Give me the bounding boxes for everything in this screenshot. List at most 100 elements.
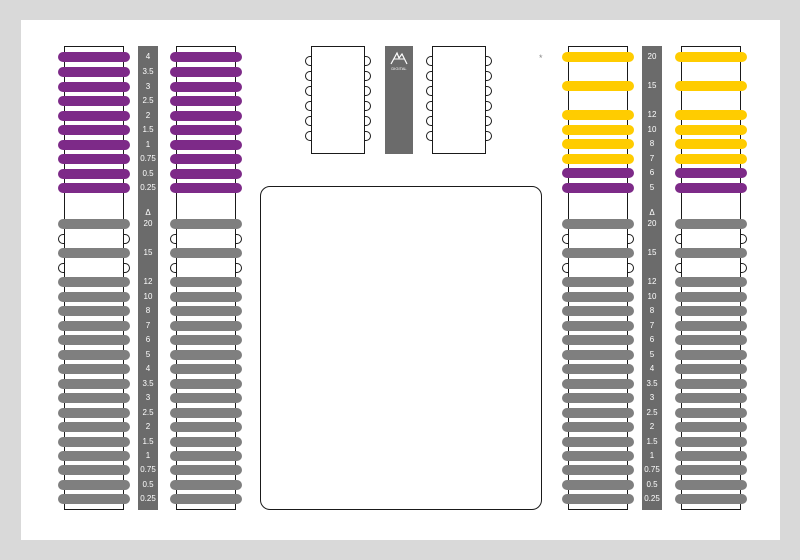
right_panel-band-lower [675,494,747,504]
left_panel-scale-upper-tick: 0.5 [142,169,154,178]
component-pin-left [426,86,432,96]
left_panel-scale-lower-tick: 6 [145,335,151,344]
right_panel-band-lower [562,277,634,287]
left_panel-band-lower [170,494,242,504]
right_panel-band-upper [675,52,747,62]
component-pin-right [486,101,492,111]
left_panel-band-upper [170,82,242,92]
left_panel-scale-upper-tick: 2 [145,111,151,120]
component-pin-left [426,116,432,126]
right_panel-band-lower [675,306,747,316]
right_panel-band-upper [562,125,634,135]
right_panel-band-lower [675,393,747,403]
left_panel-lane-hook [236,234,242,244]
right_panel-scale-lower-tick: 3 [649,393,655,402]
component-right-box [432,46,486,154]
left_panel-band-lower [170,437,242,447]
right_panel-scale-lower-tick: 4 [649,364,655,373]
left_panel-band-upper [58,67,130,77]
left_panel-lane-hook [236,263,242,273]
right_panel-lane-hook [562,263,568,273]
left_panel-scale-lower-tick: 10 [143,292,153,301]
right_panel-scale-lower-tick: 6 [649,335,655,344]
right_panel-band-upper [675,110,747,120]
left_panel-scale-upper-tick: 3.5 [142,67,154,76]
left_panel-scale-lower-tick: 8 [145,306,151,315]
left_panel-band-upper [170,111,242,121]
right_panel-scale-upper-tick: 6 [649,168,655,177]
left_panel-band-lower [170,277,242,287]
left_panel-band-lower [58,364,130,374]
right_panel-band-lower [675,480,747,490]
right_panel-scale-lower-tick: 0.25 [644,494,660,503]
left_panel-band-lower [170,379,242,389]
left_panel-band-upper [170,52,242,62]
right_panel-scale-lower-tick: 3.5 [646,379,658,388]
left_panel-scale-upper-tick: 1.5 [142,125,154,134]
right_panel-band-upper [562,139,634,149]
left_panel-scale-upper-tick: 0.25 [140,183,156,192]
component-pin-right [486,56,492,66]
left_panel-band-upper [58,52,130,62]
right_panel-scale-upper-tick: 5 [649,183,655,192]
left_panel-scale-lower-tick: 20 [143,219,153,228]
right_panel-band-upper [675,81,747,91]
left_panel-lane-hook [124,263,130,273]
right_panel-band-lower [562,437,634,447]
component-pin-right [486,71,492,81]
right_panel-scale-upper-tick: 8 [649,139,655,148]
right_panel-scale-lower-tick: 7 [649,321,655,330]
right_panel-band-lower [562,321,634,331]
left_panel-band-lower [58,465,130,475]
left_panel-band-lower [170,321,242,331]
left_panel-band-upper [170,96,242,106]
left_panel-band-lower [170,350,242,360]
left_panel-band-upper [58,96,130,106]
left_panel-band-lower [170,335,242,345]
component-pin-left [305,116,311,126]
left_panel-band-upper [170,154,242,164]
component-pin-right [486,86,492,96]
left_panel-band-lower [170,364,242,374]
right-scale-strip [642,46,662,510]
left_panel-band-upper [170,140,242,150]
left_panel-scale-lower-tick: 0.25 [140,494,156,503]
left_panel-scale-lower-tick: 4 [145,364,151,373]
left_panel-scale-upper-tick: 0.75 [140,154,156,163]
right_panel-scale-lower-tick: 20 [647,219,657,228]
component-pin-right [365,116,371,126]
right_panel-band-upper [675,139,747,149]
right_panel-band-lower [675,437,747,447]
component-left-box [311,46,365,154]
left_panel-scale-lower-tick: 3.5 [142,379,154,388]
right_panel-band-lower [562,465,634,475]
left_panel-band-lower [58,219,130,229]
right_panel-band-upper [562,110,634,120]
left_panel-band-lower [58,494,130,504]
right_panel-band-lower [562,350,634,360]
component-pin-left [426,131,432,141]
left_panel-band-upper [58,140,130,150]
right_panel-scale-upper-tick: 10 [647,125,657,134]
right_panel-scale-lower-tick: 15 [647,248,657,257]
right_panel-scale-lower-tick: 0.5 [646,480,658,489]
left_panel-band-lower [58,379,130,389]
logo-strip: DIGITAL [385,46,413,154]
left_panel-scale-lower-tick: 1 [145,451,151,460]
right_panel-scale-lower-tick: 2.5 [646,408,658,417]
left_panel-band-lower [58,437,130,447]
right_panel-band-lower [562,379,634,389]
component-pin-left [305,56,311,66]
left_panel-band-upper [58,169,130,179]
left_panel-band-upper [170,169,242,179]
component-pin-right [365,56,371,66]
right_panel-band-lower [562,248,634,258]
right_panel-band-lower [675,277,747,287]
central-panel [260,186,542,510]
component-pin-left [305,71,311,81]
left_panel-scale-lower-tick: 15 [143,248,153,257]
left_panel-scale-lower-tick: 0.75 [140,465,156,474]
left_panel-band-upper [58,154,130,164]
right_panel-band-lower [675,219,747,229]
